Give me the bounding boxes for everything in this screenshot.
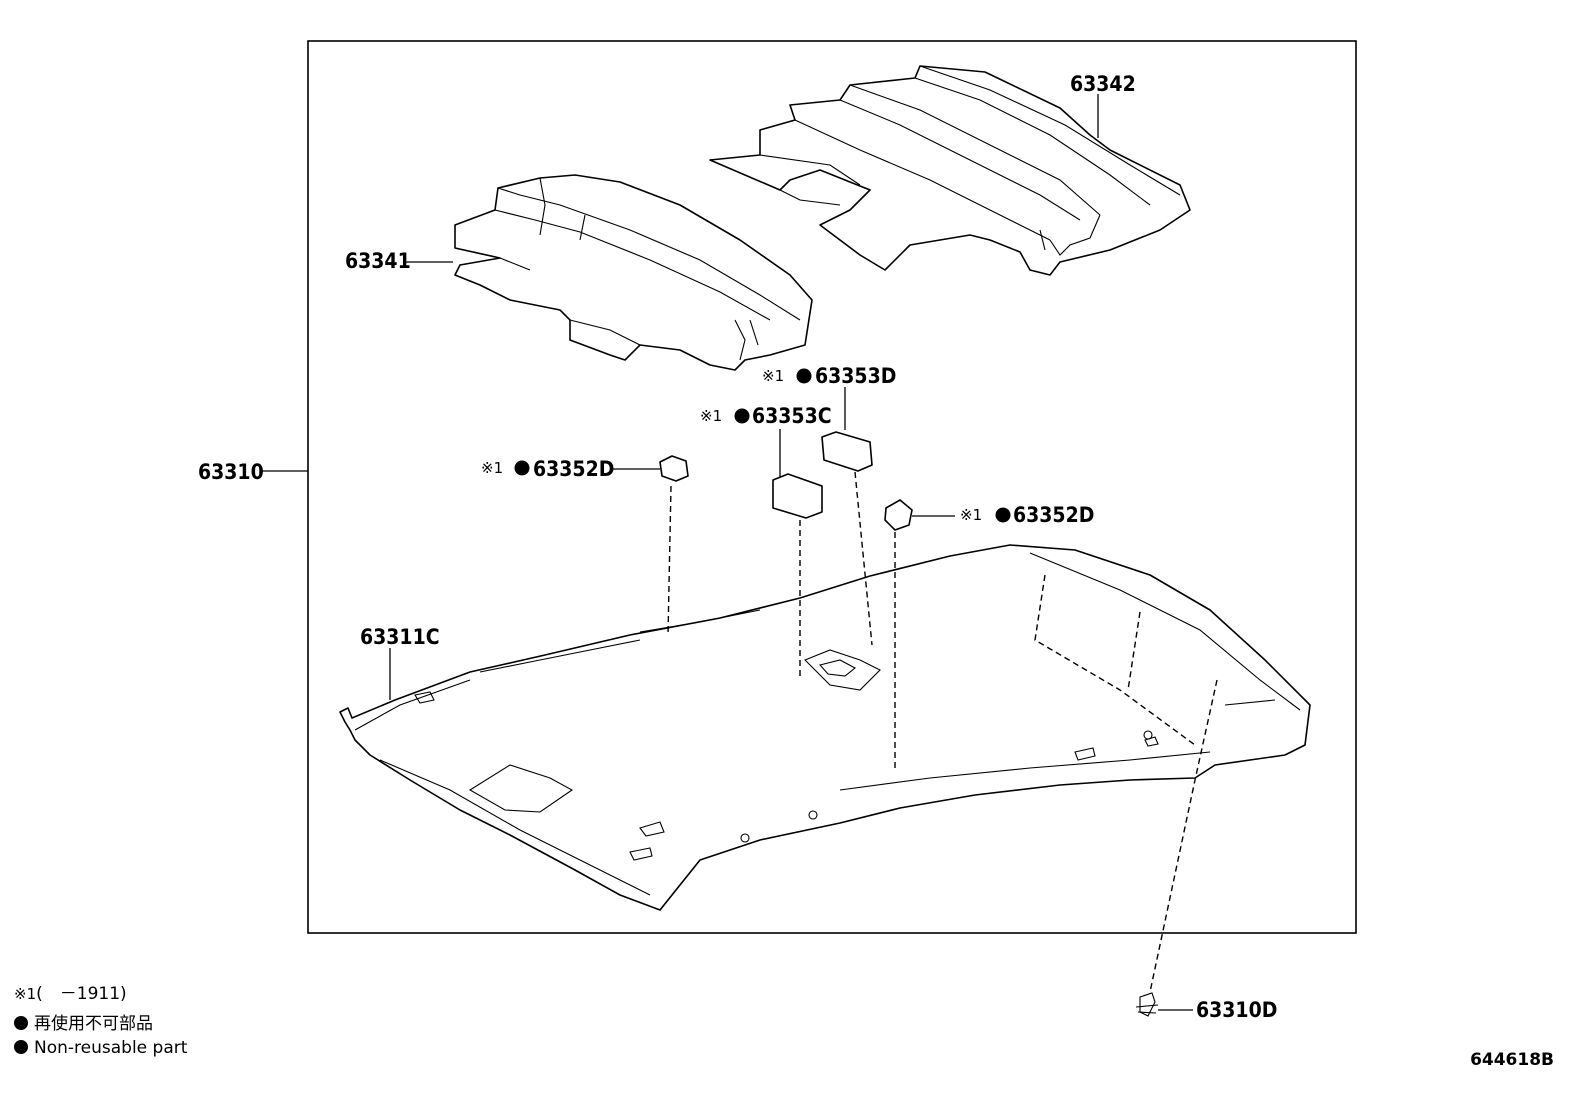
legend-nonreusable-jp-text: 再使用不可部品 bbox=[34, 1014, 153, 1034]
guide-lines bbox=[667, 471, 1218, 993]
part-63352D-pad-right bbox=[884, 499, 913, 531]
label-63310: 63310 bbox=[198, 460, 264, 484]
label-63341: 63341 bbox=[345, 249, 411, 273]
part-63341-drawing bbox=[454, 174, 813, 371]
label-63352D-right: 63352D bbox=[1013, 503, 1094, 527]
label-63352D-left: 63352D bbox=[533, 457, 614, 481]
label-63353D: 63353D bbox=[815, 364, 896, 388]
ref-mark-63352D-left: ※1 bbox=[481, 459, 503, 477]
part-63352D-pad-left bbox=[659, 455, 689, 482]
label-63310D: 63310D bbox=[1196, 998, 1277, 1022]
label-63342: 63342 bbox=[1070, 72, 1136, 96]
nonreusable-dot-63353C bbox=[734, 408, 750, 424]
ref-mark-63353C: ※1 bbox=[700, 407, 722, 425]
legend-nonreusable-en: Non-reusable part bbox=[14, 1036, 187, 1060]
label-63353C: 63353C bbox=[752, 404, 832, 428]
leader-lines bbox=[262, 94, 1193, 1011]
ref-mark-63352D-right: ※1 bbox=[960, 506, 982, 524]
ref-mark-63353D: ※1 bbox=[762, 367, 784, 385]
nonreusable-dot-63352D-right bbox=[995, 507, 1011, 523]
nonreusable-dot-63353D bbox=[796, 368, 812, 384]
part-63342-drawing bbox=[709, 65, 1191, 276]
legend-nonreusable-en-text: Non-reusable part bbox=[34, 1038, 188, 1058]
legend-bullet-en bbox=[14, 1040, 28, 1054]
legend-ref-mark: ※1 bbox=[14, 985, 37, 1003]
assembly-frame bbox=[307, 40, 1357, 934]
legend-nonreusable-jp: 再使用不可部品 bbox=[14, 1012, 153, 1036]
label-63311C: 63311C bbox=[360, 625, 440, 649]
legend-ref-note: ※1( －1911) bbox=[14, 982, 127, 1006]
legend-ref-range: ( －1911) bbox=[36, 984, 127, 1004]
part-63311C-drawing bbox=[339, 544, 1311, 911]
nonreusable-dot-63352D-left bbox=[514, 460, 530, 476]
part-63310D-clip bbox=[1135, 992, 1159, 1017]
legend-bullet-jp bbox=[14, 1016, 28, 1030]
part-63353C-pad bbox=[772, 473, 823, 519]
part-63353D-pad bbox=[821, 431, 873, 472]
figure-number: 644618B bbox=[1470, 1050, 1554, 1070]
